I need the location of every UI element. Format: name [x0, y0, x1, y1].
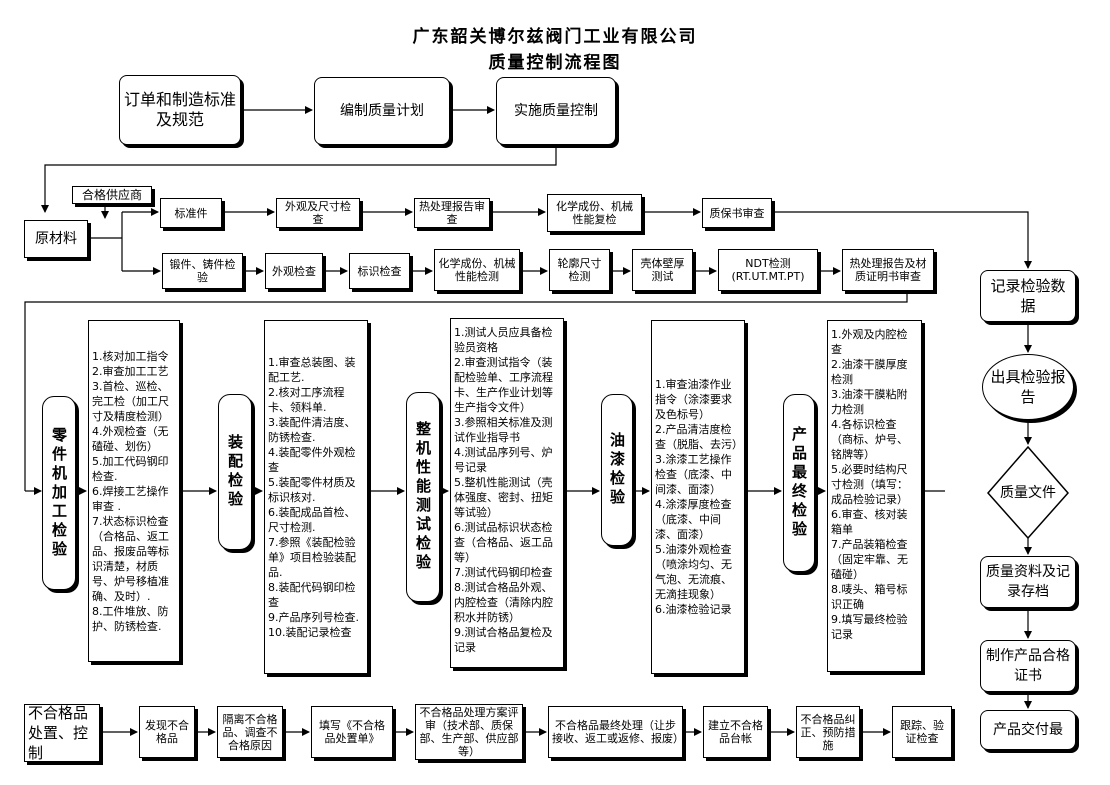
forge-row-box: 标识检查 — [349, 253, 410, 289]
std-row-box: 外观及尺寸检查 — [276, 198, 360, 228]
diagram-title: 质量控制流程图 — [488, 53, 622, 73]
checklist-item: 8.装配代码钢印检查 — [268, 580, 356, 609]
checklist-item: 7.参照《装配检验单》项目检验装配品. — [268, 535, 356, 579]
checklist-item: 4.测试品序列号、炉号记录 — [454, 446, 553, 474]
quality-doc-label: 质量文件 — [1000, 485, 1056, 501]
nonconform-step: 建立不合格品台帐 — [703, 706, 768, 758]
nonconform-step: 不合格品最终处理（让步接收、返工或返修、报废） — [548, 706, 684, 758]
quality-doc-diamond — [987, 445, 1069, 540]
nonconform-step: 填写《不合格品处置单》 — [311, 706, 393, 758]
forge-row-box: 轮廓尺寸检测 — [549, 249, 610, 291]
nonconform-step: 跟踪、验证检查 — [892, 706, 952, 758]
stage-label: 装配检验 — [226, 434, 244, 510]
checklist-item: 1.审查油漆作业指令（涂漆要求及色标号） — [655, 378, 732, 421]
checklist-item: 6.测试品标识状态检查（合格品、返工品等） — [454, 521, 553, 564]
std-row-box: 化学成份、机械性能复检 — [547, 194, 642, 232]
nonconform-title-box: 不合格品处置、控制 — [24, 704, 100, 762]
checklist-item: 4.外观检查（无磕碰、划伤） — [92, 424, 169, 453]
forge-row-box: 壳体壁厚测试 — [632, 249, 693, 291]
stage-caption-machining: 零件机加工检验 — [42, 396, 76, 590]
checklist-item: 7.测试代码钢印检查 — [454, 566, 553, 579]
checklist-item: 5.必要时结构尺寸检测（填写：成品检验记录） — [831, 463, 908, 506]
archive-box: 质量资料及记录存档 — [980, 556, 1076, 608]
checklist-item: 1.核对加工指令 — [92, 349, 169, 363]
nonconform-step: 不合格品纠正、预防措施 — [796, 706, 860, 758]
checklist-item: 3.装配件清洁度、防锈检查. — [268, 415, 356, 444]
checklist-item: 6.装配成品首检、尺寸检测. — [268, 505, 356, 534]
checklist-item: 7.状态标识检查（合格品、返工品、报废品等标识清楚，材质号、炉号移植准确、及时）… — [92, 514, 169, 603]
checklist-item: 6.审查、核对装箱单 — [831, 508, 908, 536]
checklist-item: 1.测试人员应具备检验员资格 — [454, 326, 553, 354]
checklist-item: 7.产品装箱检查（固定牢靠、无磕碰） — [831, 538, 908, 581]
stage-caption-assembly: 装配检验 — [218, 394, 252, 550]
checklist-item: 4.装配零件外观检查 — [268, 445, 356, 474]
delivery-box: 产品交付最 — [980, 710, 1076, 750]
std-row-box: 质保书审查 — [702, 198, 772, 228]
company-name: 广东韶关博尔兹阀门工业有限公司 — [412, 27, 698, 47]
checklist-item: 1.外观及内腔检查 — [831, 328, 908, 356]
checklist-item: 9.填写最终检验记录 — [831, 613, 908, 641]
checklist-item: 10.装配记录检查 — [268, 625, 352, 639]
record-data-box: 记录检验数据 — [980, 270, 1076, 322]
checklist-item: 5.油漆外观检查（喷涂均匀、无气泡、无流痕、无滴挂现象） — [655, 543, 732, 601]
stage-label: 零件机加工检验 — [50, 426, 68, 560]
checklist-item: 9.测试合格品复检及记录 — [454, 626, 553, 654]
checklist-item: 3.涂漆工艺操作检查（底漆、中间漆、面漆） — [655, 453, 732, 496]
raw-material-box: 原材料 — [24, 220, 88, 258]
checklist-item: 8.工件堆放、防护、防锈检查. — [92, 604, 169, 633]
checklist-item: 2.油漆干膜厚度检测 — [831, 358, 908, 386]
quality-plan-box: 编制质量计划 — [314, 77, 450, 145]
checklist-item: 5.整机性能测试（壳体强度、密封、扭矩等试验） — [454, 476, 553, 519]
nonconform-step: 发现不合格品 — [139, 706, 195, 758]
checklist-item: 6.油漆检验记录 — [655, 603, 732, 616]
forge-row-box: 化学成份、机械性能检测 — [434, 249, 520, 291]
issue-report-oval: 出具检验报告 — [982, 354, 1074, 420]
stage-caption-painting: 油漆检验 — [601, 394, 633, 546]
nonconform-step: 隔离不合格品、调查不合格原因 — [217, 706, 283, 758]
orders-standards-box: 订单和制造标准及规范 — [119, 75, 241, 145]
stage-caption-final: 产品最终检验 — [783, 394, 815, 572]
checklist-item: 4.各标识检查（商标、炉号、铭牌等） — [831, 418, 908, 461]
certificate-box: 制作产品合格证书 — [980, 640, 1076, 692]
stage-label: 整机性能测试检验 — [414, 421, 432, 573]
forge-row-box: 外观检查 — [265, 253, 323, 289]
stage-caption-testing: 整机性能测试检验 — [406, 392, 440, 602]
checklist-item: 5.加工代码钢印检查. — [92, 454, 169, 483]
stage-label: 油漆检验 — [608, 432, 626, 508]
checklist-item: 8.测试合格品外观、内腔检查（清除内腔积水并防锈） — [454, 581, 553, 624]
forge-row-box: 锻件、铸件检验 — [162, 253, 243, 289]
checklist-item: 8.唛头、箱号标识正确 — [831, 583, 908, 611]
checklist-item: 3.油漆干膜粘附力检测 — [831, 388, 908, 416]
implement-control-box: 实施质量控制 — [496, 77, 616, 145]
stage-label: 产品最终检验 — [790, 426, 808, 540]
forge-row-box: 热处理报告及材质证明书审查 — [842, 249, 934, 291]
qualified-supplier-box: 合格供应商 — [72, 186, 152, 204]
checklist-item: 4.涂漆厚度检查（底漆、中间漆、面漆） — [655, 498, 732, 541]
checklist-item: 3.首检、巡检、完工检（加工尺寸及精度检测） — [92, 379, 169, 423]
checklist-item: 2.审查加工工艺 — [92, 364, 169, 378]
checklist-item: 2.核对工序流程卡、领料单. — [268, 385, 345, 414]
std-row-box: 标准件 — [160, 198, 222, 228]
nonconform-step: 不合格品处理方案评审（技术部、质保部、生产部、供应部等） — [415, 704, 523, 760]
checklist-item: 1.审查总装图、装配工艺. — [268, 355, 356, 384]
checklist-item: 6.焊接工艺操作审查 . — [92, 484, 169, 513]
checklist-item: 5.装配零件材质及标识核对. — [268, 475, 356, 504]
checklist-item: 3.参照相关标准及测试作业指导书 — [454, 416, 553, 444]
checklist-item: 9.产品序列号检查. — [268, 610, 359, 624]
checklist-item: 2.产品清洁度检查（脱脂、去污） — [655, 423, 743, 451]
std-row-box: 热处理报告审查 — [414, 198, 490, 228]
checklist-item: 2.审查测试指令（装配检验单、工序流程卡、生产作业计划等生产指令文件） — [454, 356, 553, 414]
stage-list-assembly: 1.审查总装图、装配工艺.2.核对工序流程卡、领料单.3.装配件清洁度、防锈检查… — [264, 320, 368, 674]
forge-row-box: NDT检测 (RT.UT.MT.PT) — [718, 249, 818, 291]
stage-list-painting: 1.审查油漆作业指令（涂漆要求及色标号）2.产品清洁度检查（脱脂、去污）3.涂漆… — [651, 320, 745, 674]
